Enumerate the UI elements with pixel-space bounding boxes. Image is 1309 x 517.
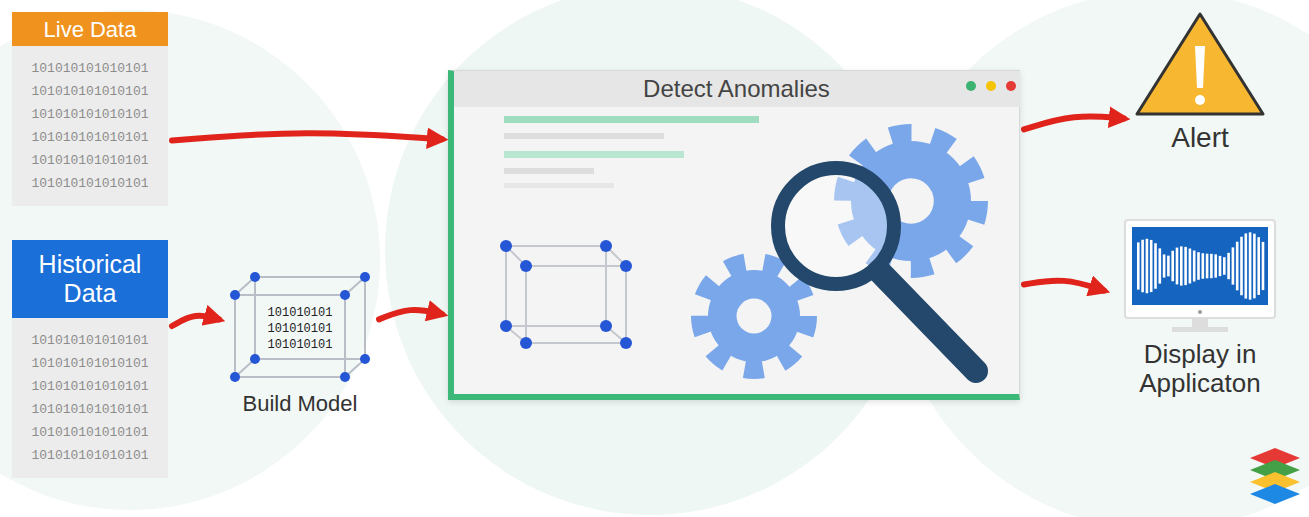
window-illustration: [454, 71, 1019, 394]
model-cube: 101010101 101010101 101010101Build Model: [225, 265, 375, 425]
data-panel: 101010101010101 101010101010101 10101010…: [12, 318, 168, 478]
display-monitor: Display in Applicaton: [1110, 215, 1290, 425]
gear-icon: [700, 262, 808, 370]
binary-text: 101010101 101010101 101010101: [264, 305, 336, 353]
flow-arrow: [1024, 116, 1124, 129]
node-label: 101010101010101 101010101010101 10101010…: [26, 329, 154, 467]
node-label: Live Data: [44, 16, 137, 44]
flow-arrow: [172, 316, 219, 326]
source-tag: Live Data: [12, 12, 168, 48]
app-window: Detect Anomalies: [448, 70, 1020, 400]
flow-arrow: [1024, 281, 1104, 291]
node-label: Build Model: [243, 391, 358, 417]
data-panel: 101010101010101 101010101010101 10101010…: [12, 46, 168, 206]
node-label: Alert: [1171, 122, 1229, 154]
window-illustration: [454, 71, 1020, 371]
cube-icon: [230, 272, 370, 382]
magnifier-icon: [778, 168, 976, 371]
alert-sign: Alert: [1130, 8, 1270, 173]
logo-icon: [1250, 448, 1300, 504]
warning-triangle: [1137, 14, 1263, 114]
node-label: 101010101010101 101010101010101 10101010…: [26, 57, 154, 195]
node-label: Display in Applicaton: [1110, 340, 1290, 398]
background-circle: [0, 10, 380, 510]
monitor-icon: [1125, 220, 1275, 332]
node-label: Historical Data: [14, 250, 166, 308]
flow-arrow: [379, 310, 442, 319]
node-label: Detect Anomalies: [457, 71, 1017, 107]
flow-arrow: [172, 133, 442, 140]
source-tag: Historical Data: [12, 240, 168, 318]
